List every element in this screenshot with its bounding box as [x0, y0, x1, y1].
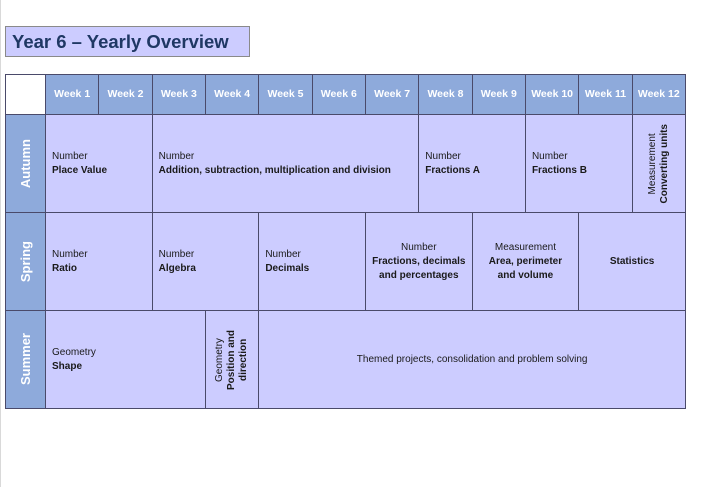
unit-cell: Statistics: [579, 213, 686, 311]
week-header: Week 1: [46, 75, 100, 115]
yearly-overview-table: Week 1 Week 2 Week 3 Week 4 Week 5 Week …: [5, 74, 686, 409]
week-header: Week 3: [152, 75, 206, 115]
term-label-spring: Spring: [6, 213, 46, 311]
unit-cell: Themed projects, consolidation and probl…: [259, 311, 686, 409]
week-header: Week 10: [525, 75, 580, 115]
title-banner: Year 6 – Yearly Overview: [5, 26, 250, 57]
week-header: Week 8: [419, 75, 473, 115]
week-header: Week 9: [472, 75, 526, 115]
week-header: Week 4: [205, 75, 260, 115]
term-label-autumn: Autumn: [6, 115, 46, 213]
week-header: Week 6: [312, 75, 366, 115]
term-label-summer: Summer: [6, 311, 46, 409]
week-header: Week 11: [579, 75, 633, 115]
week-header: Week 12: [632, 75, 686, 115]
week-header: Week 7: [365, 75, 420, 115]
table-corner: [6, 75, 46, 115]
week-header: Week 5: [259, 75, 313, 115]
page-title: Year 6 – Yearly Overview: [12, 30, 229, 52]
page-edge: [0, 0, 1, 487]
week-header: Week 2: [99, 75, 153, 115]
